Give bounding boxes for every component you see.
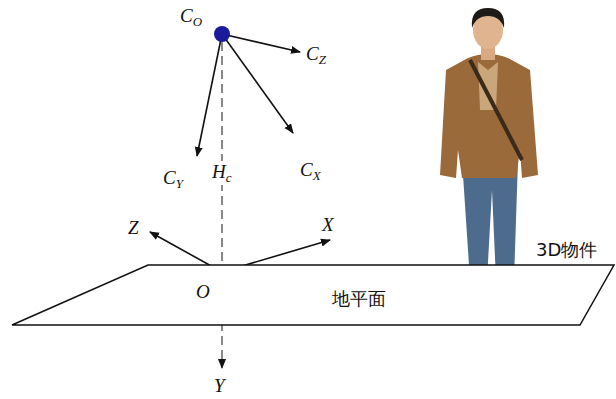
origin-label: O	[196, 282, 210, 301]
ground-plane: 地平面	[10, 262, 616, 328]
axis-label: Y	[214, 376, 225, 395]
axis-label: CZ	[306, 44, 326, 66]
axis-label: Z	[128, 218, 139, 237]
axis-label: X	[322, 215, 334, 234]
plane-outline	[10, 262, 616, 328]
axis-label: CY	[163, 168, 183, 190]
person-figure	[440, 8, 538, 293]
height-label: Hc	[211, 161, 233, 185]
camera-axes	[197, 34, 300, 156]
camera-origin-label: CO	[180, 6, 202, 28]
plane-label: 地平面	[332, 289, 386, 309]
object-label: 3D物件	[536, 241, 597, 259]
axis-label: CX	[300, 160, 321, 182]
